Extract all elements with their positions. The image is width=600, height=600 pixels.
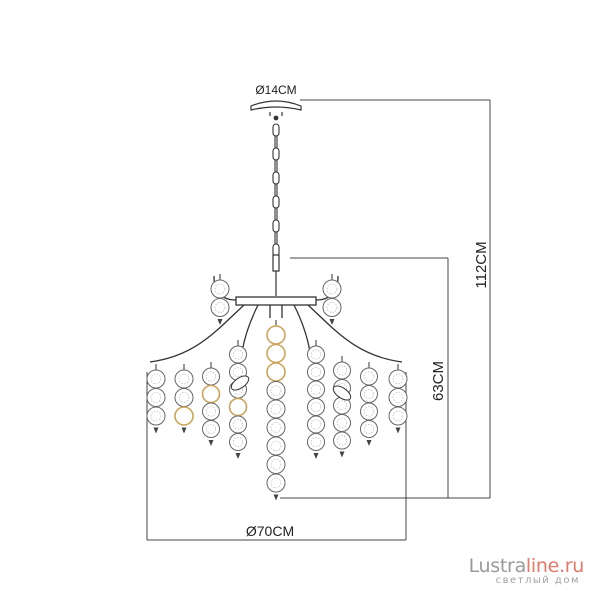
frame-plate — [235, 296, 317, 318]
total-height-label: 112CM — [473, 241, 490, 288]
arm — [149, 304, 245, 363]
overall-diameter-label: Ø70CM — [246, 523, 294, 539]
crystal-bead — [266, 343, 286, 364]
arm — [293, 304, 311, 353]
crystal-bead — [229, 345, 247, 364]
crystal-bead — [146, 388, 166, 407]
arm — [241, 304, 259, 353]
crystal-bead — [333, 431, 351, 450]
chain-link — [274, 231, 278, 245]
crystal-bead — [307, 345, 325, 364]
crystal-bead — [307, 363, 325, 381]
crystal-bead — [202, 420, 220, 438]
chain-link — [274, 207, 278, 221]
crystal-bead — [333, 414, 351, 432]
canopy-diameter-label: Ø14CM — [255, 83, 296, 97]
crystal-strand — [174, 364, 194, 434]
crystal-bead — [266, 455, 286, 474]
connector — [272, 254, 280, 296]
body-height-label: 63CM — [430, 361, 447, 401]
crystal-bead — [174, 369, 194, 389]
arm — [307, 304, 403, 363]
crystal-bead — [202, 367, 220, 386]
crystal-strand — [388, 364, 408, 434]
crystal-bead — [360, 385, 378, 403]
chain-link — [272, 219, 280, 233]
crystal-drop — [208, 440, 214, 446]
crystal-strand — [266, 320, 286, 501]
crystal-bead — [266, 399, 286, 419]
chain-link — [272, 123, 280, 137]
crystal-bead — [266, 362, 286, 382]
watermark-logo: Lustraline.ru светлый дом — [468, 555, 585, 586]
crystal-bead — [266, 436, 286, 456]
crystal-bead — [146, 369, 166, 389]
crystal-bead — [307, 380, 325, 399]
crystal-strand — [210, 274, 230, 325]
crystal-bead — [388, 388, 408, 407]
crystal-bead — [322, 279, 342, 299]
crystal-bead — [266, 473, 286, 493]
crystal-strand — [333, 356, 351, 458]
crystal-bead — [174, 388, 194, 407]
crystal-drop — [339, 451, 345, 458]
watermark-brand: Lustraline.ru — [468, 555, 585, 577]
crystal-drop — [217, 319, 223, 325]
chain-link — [272, 147, 280, 161]
dimension-lines — [146, 99, 491, 541]
crystal-drop — [366, 440, 372, 446]
crystal-bead — [266, 381, 286, 400]
crystal-drop — [329, 319, 335, 325]
crystal-drop — [235, 453, 241, 459]
crystal-strand — [322, 274, 342, 325]
crystal-strand — [146, 364, 166, 434]
watermark-tagline: светлый дом — [495, 575, 580, 586]
watermark-brand-suffix: line.ru — [525, 555, 584, 577]
canopy — [250, 100, 302, 121]
crystal-drop — [153, 427, 159, 434]
chain-link — [272, 195, 280, 209]
chain-link — [274, 159, 278, 173]
crystal-strand — [201, 362, 221, 446]
crystal-drop — [313, 453, 319, 459]
crystal-bead — [201, 384, 221, 404]
watermark-brand-prefix: Lustra — [468, 555, 527, 577]
chain-link — [274, 183, 278, 197]
crystal-bead — [333, 361, 351, 380]
crystal-bead — [388, 406, 408, 426]
crystal-bead — [388, 369, 408, 389]
crystal-bead — [229, 415, 247, 434]
crystal-strand — [360, 362, 378, 446]
crystal-bead — [307, 433, 325, 451]
crystal-bead — [307, 398, 325, 416]
crystal-bead — [210, 279, 230, 299]
crystal-drop — [395, 427, 401, 434]
bulbs — [230, 375, 352, 401]
crystal-drop — [181, 427, 187, 434]
chain-link — [274, 135, 278, 149]
crystal-drop — [273, 494, 279, 501]
crystal-bead — [210, 298, 230, 317]
chain — [272, 123, 280, 257]
crystal-strands — [146, 274, 408, 501]
crystal-bead — [266, 325, 286, 345]
crystal-bead — [360, 420, 378, 438]
crystal-bead — [229, 433, 247, 451]
chain-link — [272, 171, 280, 185]
crystal-bead — [360, 402, 378, 421]
crystal-bead — [360, 367, 378, 386]
crystal-bead — [228, 397, 248, 417]
crystal-bead — [202, 402, 220, 421]
crystal-strand — [307, 340, 325, 459]
crystal-bead — [307, 415, 325, 434]
crystal-strand — [228, 340, 248, 459]
crystal-bead — [146, 406, 166, 426]
crystal-bead — [266, 418, 286, 437]
chain-link — [272, 243, 280, 257]
crystal-bead — [174, 406, 194, 426]
crystal-bead — [322, 298, 342, 317]
